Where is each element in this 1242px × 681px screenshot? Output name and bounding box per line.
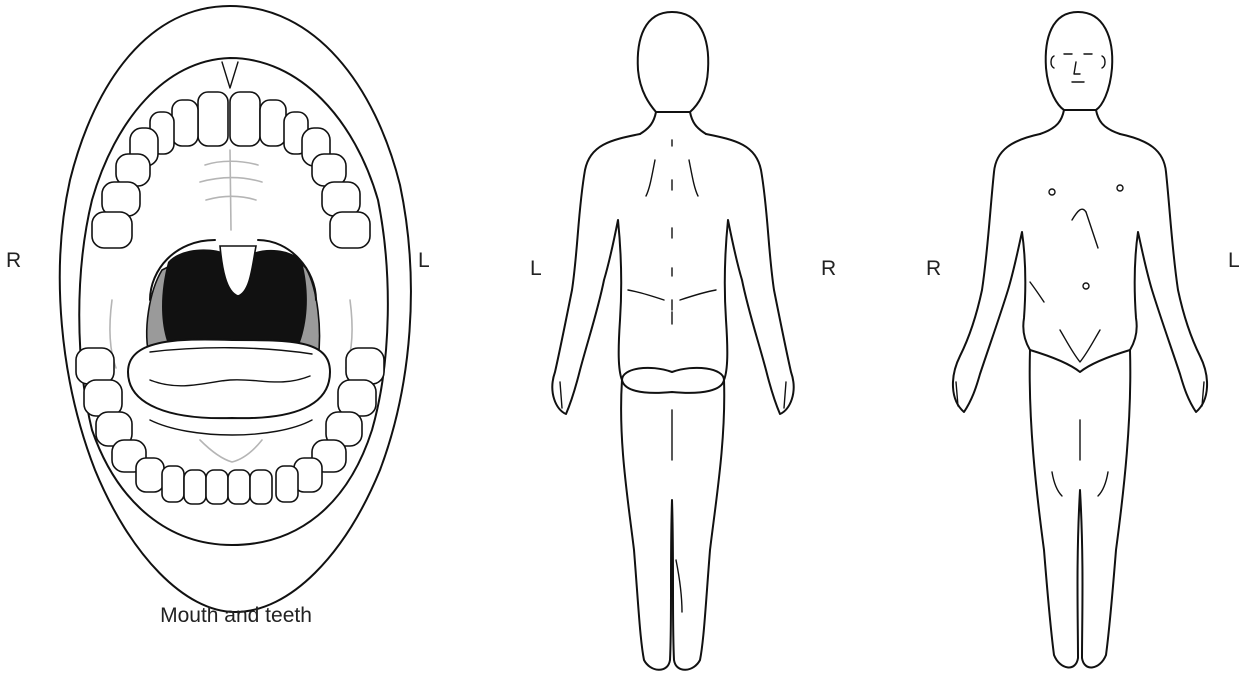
front-torso: [953, 134, 1040, 412]
mouth-diagram: [60, 6, 411, 612]
body-front-view: [953, 12, 1207, 667]
upper-frenum: [222, 62, 238, 88]
mouth-label-left-side: L: [418, 250, 430, 271]
body-back-view: [552, 12, 793, 670]
mouth-label-right-side: R: [6, 250, 21, 271]
front-legs: [1030, 350, 1131, 667]
back-head: [638, 12, 709, 112]
back-label-right-side: R: [821, 258, 836, 279]
mouth-caption: Mouth and teeth: [116, 605, 356, 626]
front-label-right-side: R: [926, 258, 941, 279]
front-label-left-side: L: [1228, 250, 1240, 271]
front-head: [1046, 12, 1113, 110]
back-label-left-side: L: [530, 258, 542, 279]
